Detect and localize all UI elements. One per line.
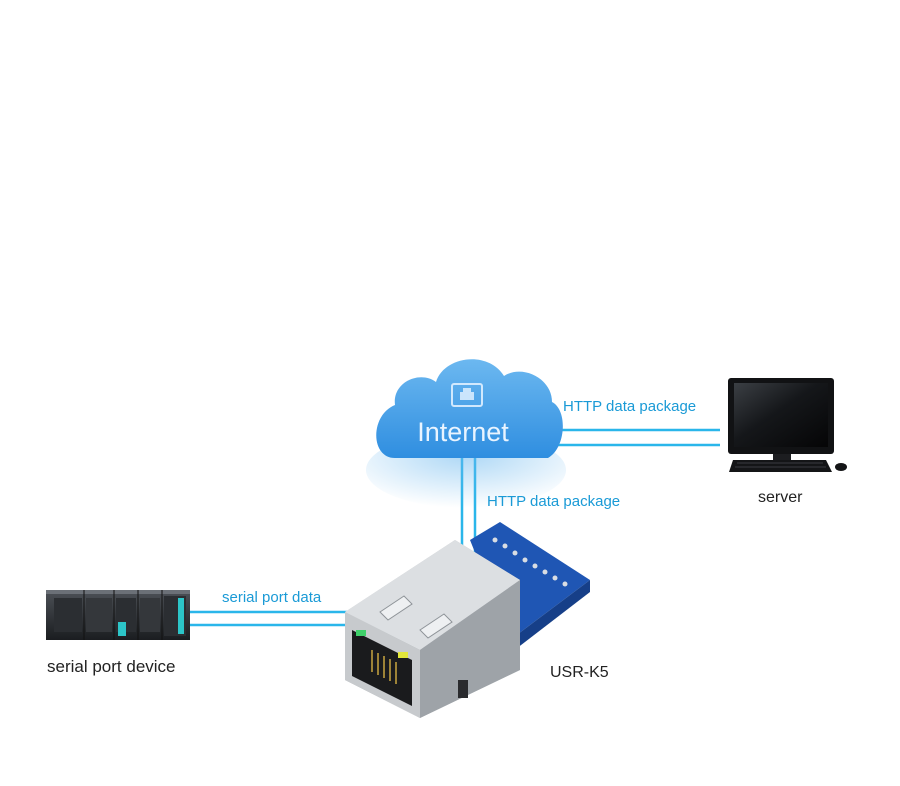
label-device-to-module: serial port data <box>222 589 322 606</box>
connection-device-to-module <box>190 610 350 627</box>
label-server: server <box>758 489 803 506</box>
label-serial-device: serial port device <box>47 657 176 676</box>
ethernet-module-icon <box>345 522 590 718</box>
connection-cloud-to-server <box>552 428 720 447</box>
plc-device-icon <box>46 590 190 640</box>
label-cloud-to-server: HTTP data package <box>563 398 697 415</box>
label-module: USR-K5 <box>550 664 609 681</box>
label-module-to-cloud: HTTP data package <box>487 493 621 510</box>
ethernet-port-icon <box>451 383 483 407</box>
cloud-icon <box>366 359 566 508</box>
desktop-computer-icon <box>728 378 847 472</box>
